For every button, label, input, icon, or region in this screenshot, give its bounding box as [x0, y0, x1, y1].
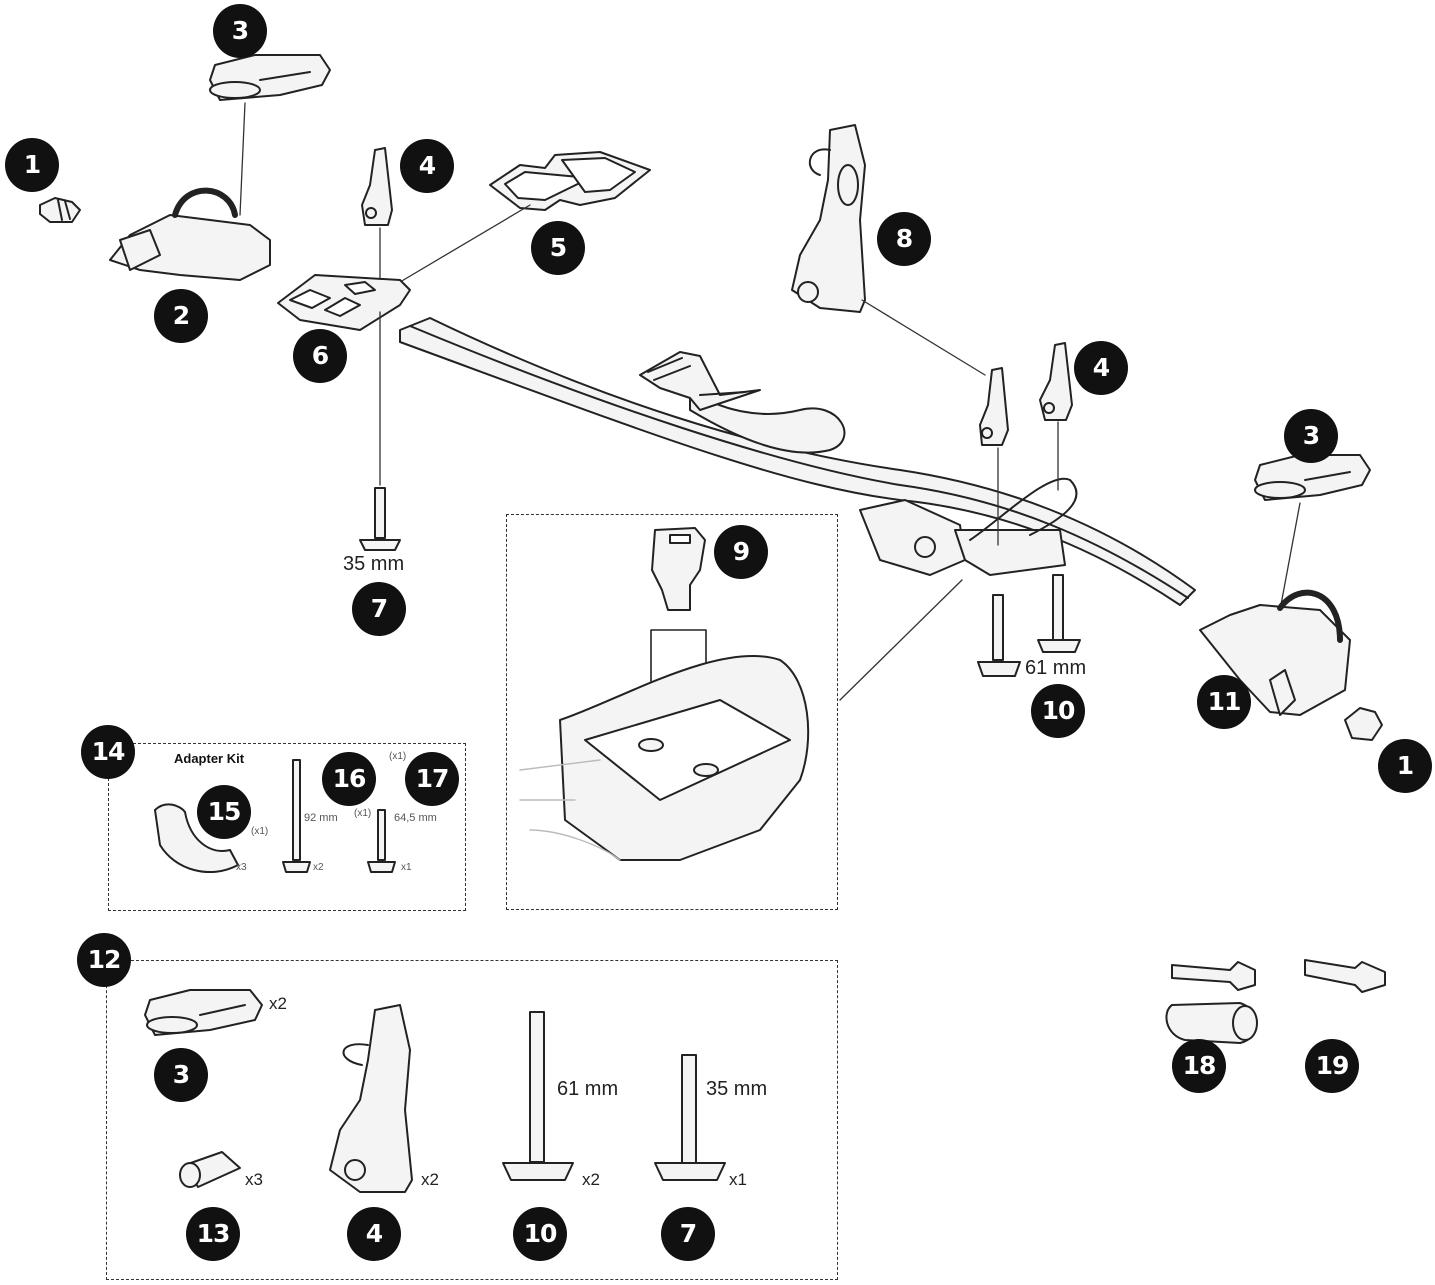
adapter-kit-title: Adapter Kit — [174, 751, 245, 766]
adapter-645-label: 64,5 mm — [394, 812, 437, 824]
callout-4-kit: 4 — [347, 1207, 401, 1261]
callout-10-kit: 10 — [513, 1207, 567, 1261]
bolt-35-top-label: 35 mm — [343, 553, 405, 575]
bolt-61-mid-label: 61 mm — [1025, 657, 1087, 679]
callout-4-top: 4 — [400, 139, 454, 193]
adapter-x1-c: (x1) — [389, 751, 407, 762]
inset-box — [506, 514, 838, 910]
kit-bolt-35-label: 35 mm — [706, 1078, 768, 1100]
end-cap-right — [1344, 707, 1383, 741]
callout-18: 18 — [1172, 1039, 1226, 1093]
key-18 — [1171, 961, 1256, 991]
callout-15: 15 — [197, 785, 251, 839]
frame-gasket — [489, 151, 651, 211]
callout-9: 9 — [714, 525, 768, 579]
kit-pin-qty: x3 — [245, 1170, 263, 1189]
main-rail — [399, 317, 1196, 606]
callout-10-mid: 10 — [1031, 684, 1085, 738]
large-holder — [791, 124, 866, 313]
adapter-bolt-645 — [367, 809, 396, 873]
adapter-bolt-645-qty: x1 — [401, 862, 412, 873]
small-holder-mid-a — [979, 367, 1009, 446]
adapter-bolt-92 — [282, 759, 311, 873]
callout-4-mid: 4 — [1074, 341, 1128, 395]
callout-7-top: 7 — [352, 582, 406, 636]
callout-14: 14 — [81, 725, 135, 779]
callout-1-right: 1 — [1378, 739, 1432, 793]
callout-11: 11 — [1197, 675, 1251, 729]
callout-19: 19 — [1305, 1039, 1359, 1093]
kit-holder-qty: x2 — [421, 1170, 439, 1189]
strap-pad-right — [1254, 454, 1371, 501]
kit-bolt-61-qty: x2 — [582, 1170, 600, 1189]
kit-bolt-35-qty: x1 — [729, 1170, 747, 1189]
callout-1-left: 1 — [5, 138, 59, 192]
kit-pin — [179, 1151, 241, 1188]
adapter-clamp-qty: x3 — [236, 862, 247, 873]
inset-mount-detail — [519, 655, 810, 861]
bolt-35-top — [359, 487, 401, 551]
kit-bolt-61 — [502, 1011, 574, 1181]
callout-2: 2 — [154, 289, 208, 343]
end-cap-left — [39, 197, 81, 223]
small-holder-mid-b — [1039, 342, 1073, 421]
strap-pad-top — [209, 54, 331, 101]
callout-12: 12 — [77, 933, 131, 987]
wheel-tray-left — [109, 187, 271, 281]
small-holder-top — [361, 147, 393, 226]
callout-8: 8 — [877, 212, 931, 266]
callout-16: 16 — [322, 752, 376, 806]
callout-3-kit: 3 — [154, 1048, 208, 1102]
adapter-bolt-92-qty: x2 — [313, 862, 324, 873]
callout-3-right: 3 — [1284, 409, 1338, 463]
key-19 — [1304, 959, 1386, 993]
kit-bolt-61-label: 61 mm — [557, 1078, 619, 1100]
adapter-92-label: 92 mm — [304, 812, 338, 824]
callout-5: 5 — [531, 221, 585, 275]
kit-pad-qty: x2 — [269, 994, 287, 1013]
adapter-x1-a: (x1) — [251, 826, 269, 837]
wheel-tray-right — [1199, 589, 1351, 716]
lock-cylinder — [651, 527, 706, 611]
lock-core-18 — [1165, 1002, 1258, 1044]
callout-6: 6 — [293, 329, 347, 383]
adapter-x1-b: (x1) — [354, 808, 372, 819]
spare-parts-kit-box — [106, 960, 838, 1280]
kit-strap-pad — [144, 989, 263, 1036]
base-plate — [277, 274, 411, 331]
bolt-61-mid-a — [977, 594, 1021, 677]
callout-7-kit: 7 — [661, 1207, 715, 1261]
adapter-clamp — [154, 803, 239, 874]
kit-bolt-35 — [654, 1054, 726, 1181]
adapter-kit-box — [108, 743, 466, 911]
callout-13: 13 — [186, 1207, 240, 1261]
callout-17: 17 — [405, 752, 459, 806]
rail-strap — [639, 351, 761, 411]
bolt-61-mid-b — [1037, 574, 1081, 653]
kit-holder — [329, 1004, 413, 1193]
callout-3-top: 3 — [213, 4, 267, 58]
